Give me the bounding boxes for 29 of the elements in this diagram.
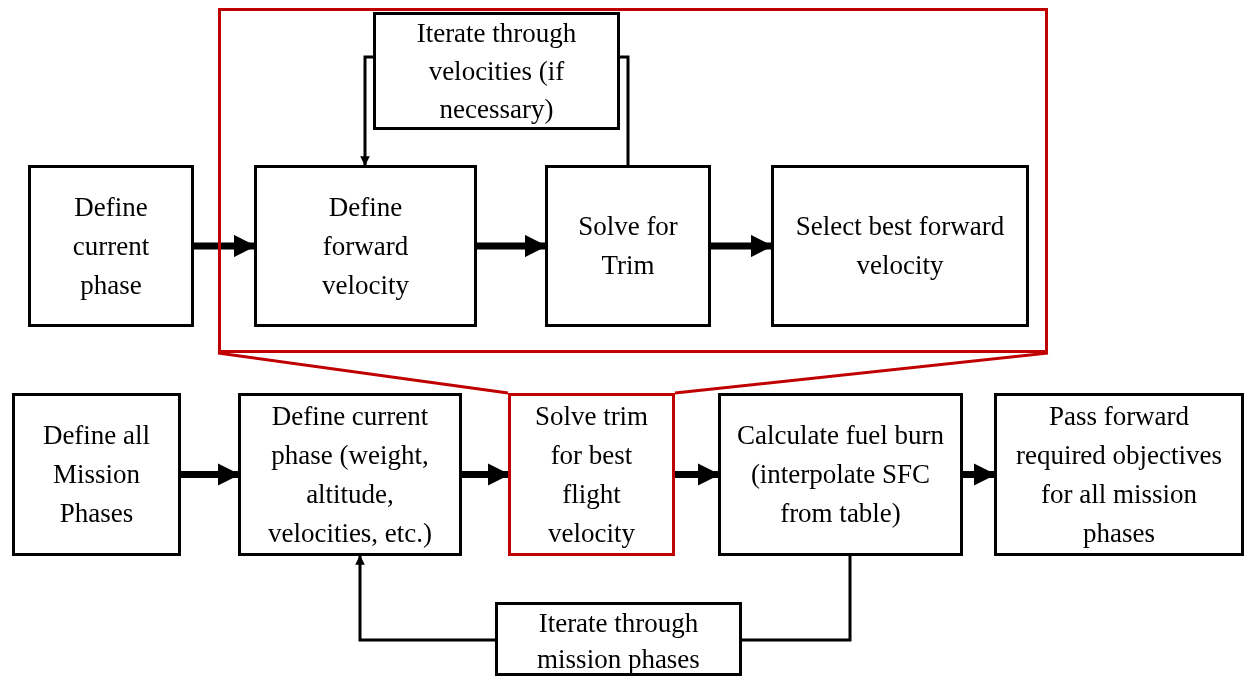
process-box: [254, 165, 477, 327]
process-box: [28, 165, 194, 327]
box-text: Solve trim for best flight velocity: [533, 399, 650, 550]
box-text: Define current phase (weight, altitude, velocities, etc.): [266, 399, 434, 550]
box-text: Define current phase: [71, 190, 151, 302]
box-text: Select best forward velocity: [794, 210, 1006, 282]
box-text: Calculate fuel burn (interpolate SFC from table): [736, 419, 945, 530]
box-text: Iterate through velocities (if necessary): [415, 17, 578, 126]
zoom-line: [217, 351, 509, 395]
box-text: Solve for Trim: [577, 210, 679, 282]
box-text: Pass forward required objectives for all mission phases: [1014, 399, 1224, 550]
box-text: Define forward velocity: [321, 190, 410, 302]
process-box: [373, 12, 620, 130]
process-box: [545, 165, 711, 327]
zoom-frame: [218, 8, 1048, 353]
arrow: [360, 55, 373, 166]
arrow: [355, 555, 495, 642]
process-box: [495, 602, 742, 676]
process-box: [718, 393, 963, 556]
zoom-line: [674, 351, 1049, 395]
process-box: [508, 393, 675, 556]
connector-line: [620, 55, 630, 165]
process-box: [12, 393, 181, 556]
connector-line: [742, 556, 852, 642]
box-text: Define all Mission Phases: [41, 419, 152, 530]
process-box: [238, 393, 462, 556]
process-box: [771, 165, 1029, 327]
box-text: Iterate through mission phases: [536, 607, 701, 676]
process-box: [994, 393, 1244, 556]
